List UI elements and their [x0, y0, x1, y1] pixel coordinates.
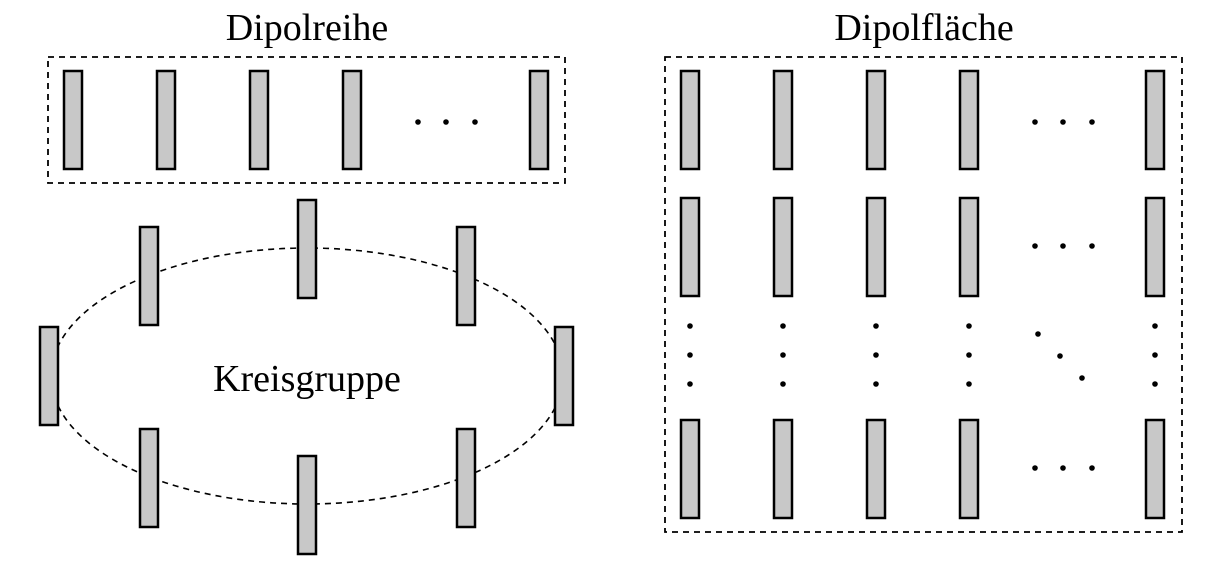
row-dipole	[341, 69, 363, 171]
plane-dipole	[772, 418, 794, 520]
dipole-plane-title: Dipolfläche	[834, 7, 1013, 49]
plane-row3-ellipsis-dots	[1032, 465, 1095, 471]
row-dipole	[155, 69, 177, 171]
plane-dipole	[679, 418, 701, 520]
plane-dipole	[865, 196, 887, 298]
circle-dipole	[138, 427, 160, 529]
plane-dipole	[958, 196, 980, 298]
circle-dipole	[455, 225, 477, 327]
plane-dipole	[772, 69, 794, 171]
dipole-row-frame	[47, 56, 566, 184]
circular-array-group: Kreisgruppe	[38, 198, 575, 556]
plane-dipole	[1144, 196, 1166, 298]
circle-dipole	[296, 454, 318, 556]
circle-dipole	[138, 225, 160, 327]
circle-dipole	[553, 325, 575, 427]
dipole-row-group: Dipolreihe	[47, 7, 566, 184]
plane-dipole	[679, 69, 701, 171]
dipole-row-title: Dipolreihe	[226, 7, 389, 49]
plane-dipole	[772, 196, 794, 298]
plane-dipole	[865, 69, 887, 171]
row-ellipsis-dots	[415, 119, 478, 125]
row-dipole	[248, 69, 270, 171]
plane-row2-ellipsis-dots	[1032, 243, 1095, 249]
dipole-plane-frame	[664, 56, 1183, 533]
circle-dipole	[455, 427, 477, 529]
circle-dipole	[296, 198, 318, 300]
plane-dipole	[958, 69, 980, 171]
row-dipole	[62, 69, 84, 171]
plane-dipole	[865, 418, 887, 520]
plane-vertical-ellipsis-dots	[687, 323, 1158, 387]
plane-dipole	[679, 196, 701, 298]
plane-dipole	[1144, 69, 1166, 171]
circular-array-label: Kreisgruppe	[213, 358, 401, 400]
plane-diagonal-ellipsis-dots	[1035, 331, 1085, 381]
circle-dipole	[38, 325, 60, 427]
plane-dipole	[1144, 418, 1166, 520]
plane-row1-ellipsis-dots	[1032, 119, 1095, 125]
plane-dipole	[958, 418, 980, 520]
row-dipole	[528, 69, 550, 171]
dipole-plane-group: Dipolfläche	[664, 7, 1183, 533]
